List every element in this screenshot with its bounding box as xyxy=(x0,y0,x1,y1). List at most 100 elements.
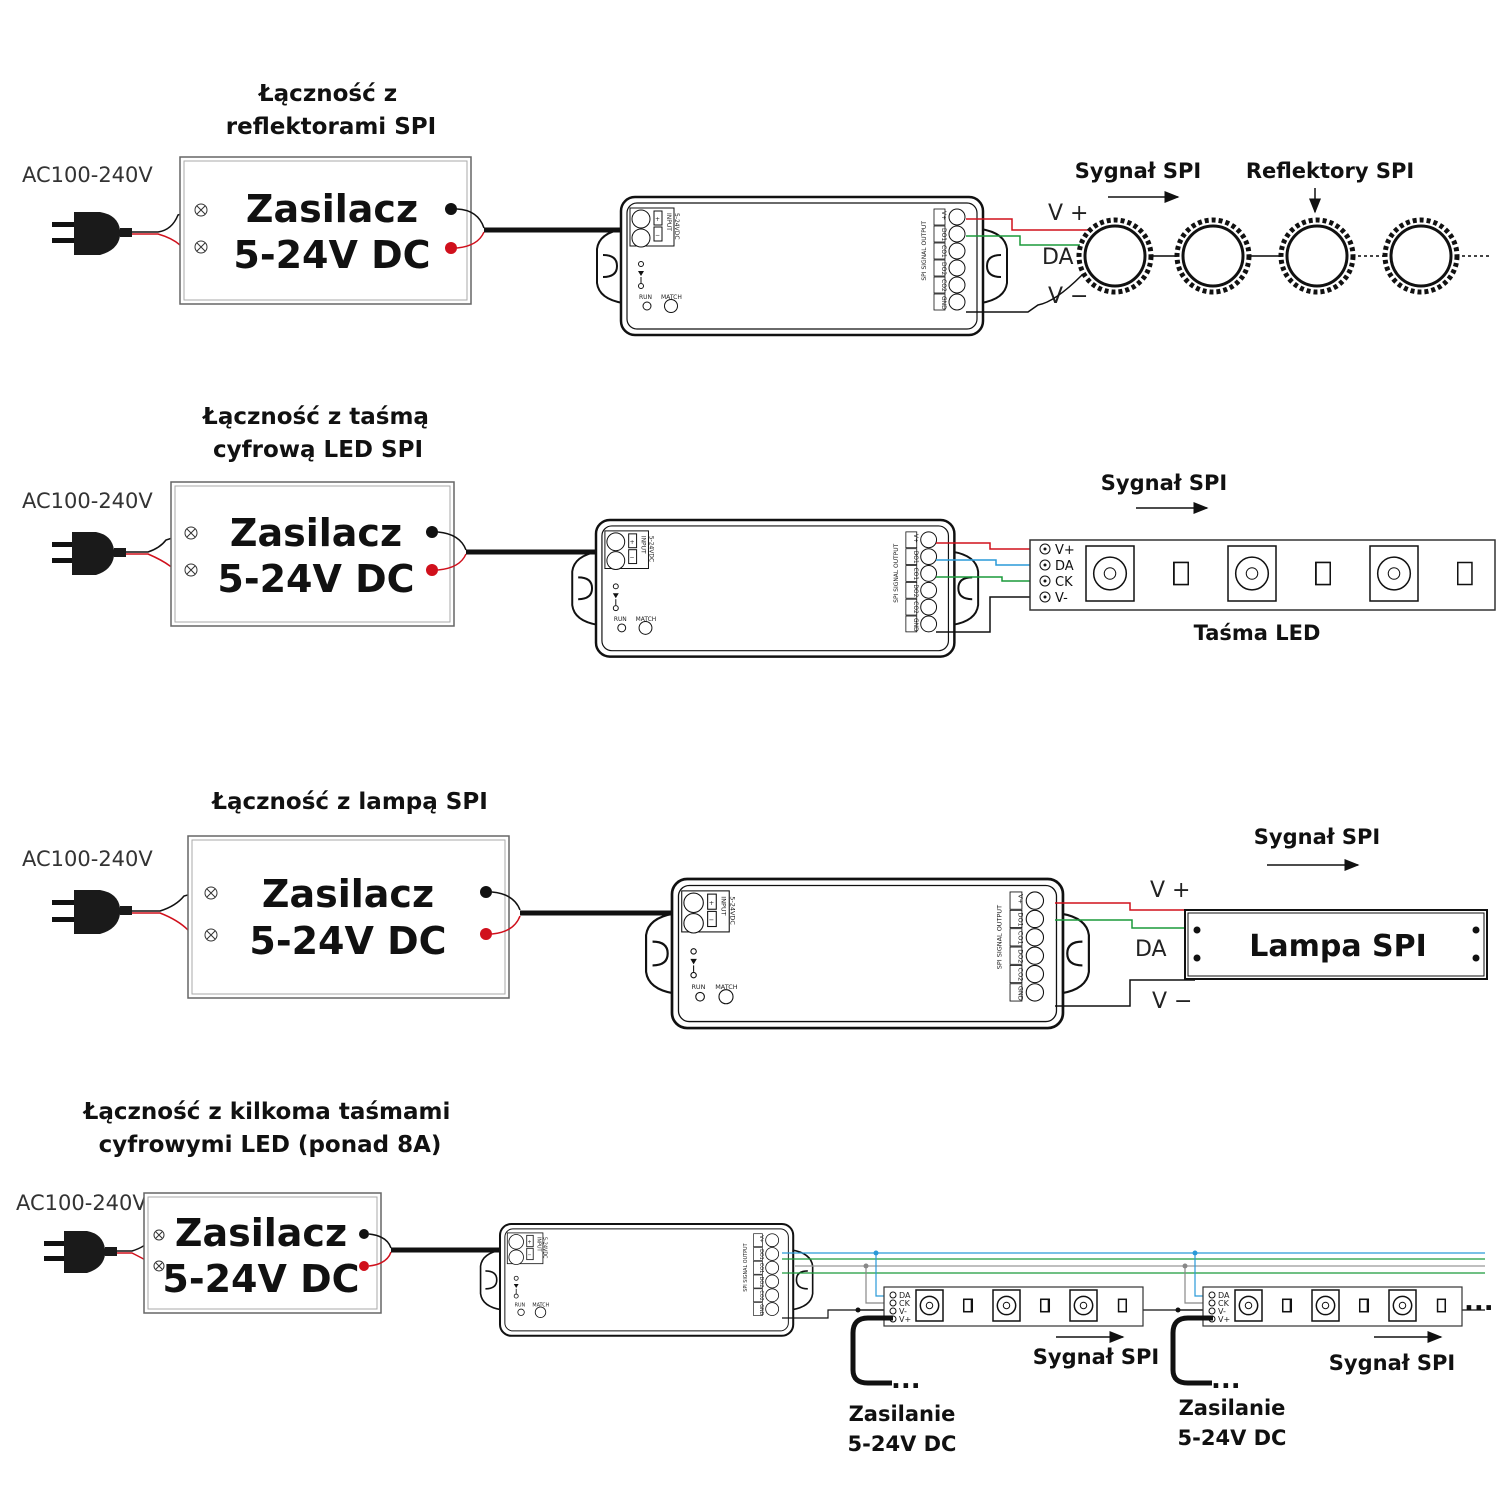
run-label: RUN xyxy=(515,1303,526,1309)
output-title: SPI SIGNAL OUTPUT xyxy=(995,905,1003,969)
output-terminal xyxy=(1025,964,1045,984)
output-terminal xyxy=(920,615,938,633)
output-terminal xyxy=(920,531,938,549)
strip-pin: DA xyxy=(1039,559,1074,574)
output-terminal xyxy=(1025,928,1045,947)
output-terminal xyxy=(948,208,966,226)
match-label: MATCH xyxy=(532,1303,549,1309)
input-minus-label: − xyxy=(630,555,635,562)
power-supply: Zasilacz 5-24V DC xyxy=(143,1192,382,1314)
strip-pin: V- xyxy=(889,1307,907,1316)
section-title-line1: Łączność z kilkoma taśmami xyxy=(82,1099,451,1125)
resistor xyxy=(1039,1298,1050,1313)
spotlight xyxy=(1382,217,1460,295)
output-terminal xyxy=(920,598,938,616)
ac-input-label: AC100-240V xyxy=(22,489,153,513)
input-plus-label: + xyxy=(630,539,635,546)
svg-text:...: ... xyxy=(891,1365,921,1395)
svg-text:CK: CK xyxy=(1055,575,1073,590)
input-label: INPUT xyxy=(665,213,672,231)
led-chip xyxy=(915,1289,944,1322)
input-label: INPUT xyxy=(640,536,647,554)
input-plus-label: + xyxy=(655,216,660,223)
resistor xyxy=(1358,1298,1369,1313)
psu-label-line2: 5-24V DC xyxy=(217,557,414,601)
output-pin-label: GND xyxy=(1017,986,1025,1001)
output-pin-label: V+ xyxy=(940,211,947,220)
output-pin-label: DO2 xyxy=(940,262,947,275)
output-title: SPI SIGNAL OUTPUT xyxy=(743,1243,749,1291)
run-indicator xyxy=(517,1308,525,1316)
output-pin-label: CO2 xyxy=(758,1290,764,1300)
feed-label-line1: Zasilanie xyxy=(1179,1396,1286,1420)
output-pin-label: DO1 xyxy=(940,228,947,241)
output-terminal xyxy=(1025,946,1045,965)
svg-text:DA: DA xyxy=(1055,559,1074,574)
output-pin-label: DO2 xyxy=(1017,949,1025,963)
spi-signal-label: Sygnał SPI xyxy=(1075,159,1201,183)
wire-vplus-label: V + xyxy=(1048,201,1088,226)
power-supply: Zasilacz 5-24V DC xyxy=(179,156,472,305)
output-terminal xyxy=(1025,891,1045,910)
resistor xyxy=(1117,1298,1128,1313)
output-terminal xyxy=(948,242,966,260)
section-led-strip: Łączność z taśmą cyfrową LED SPI AC100-2… xyxy=(22,404,1496,658)
svg-text:DA: DA xyxy=(1218,1291,1230,1300)
match-button[interactable] xyxy=(664,299,678,313)
output-pin-label: DO1 xyxy=(1017,912,1025,926)
section-title-line1: Łączność z xyxy=(257,81,397,107)
output-terminal xyxy=(765,1233,780,1248)
output-pin-label: CO2 xyxy=(940,279,947,292)
input-voltage-label: 5-24VDC xyxy=(647,536,654,562)
led-chip xyxy=(1069,1289,1098,1322)
output-terminal xyxy=(948,276,966,294)
output-pin-label: CO1 xyxy=(940,245,947,258)
power-plug-icon xyxy=(52,532,126,575)
led-strip-label: Taśma LED xyxy=(1194,621,1321,645)
output-pin-label: V+ xyxy=(912,534,919,543)
power-supply: Zasilacz 5-24V DC xyxy=(187,835,510,999)
power-plug-icon xyxy=(44,1231,117,1273)
match-button[interactable] xyxy=(534,1306,547,1318)
power-supply: Zasilacz 5-24V DC xyxy=(170,481,455,627)
run-indicator xyxy=(642,301,652,311)
svg-text:V+: V+ xyxy=(899,1315,911,1324)
svg-text:DA: DA xyxy=(899,1291,911,1300)
input-voltage-label: 5-24VDC xyxy=(728,896,736,925)
output-title: SPI SIGNAL OUTPUT xyxy=(893,543,900,602)
output-pin-label: GND xyxy=(912,618,919,632)
match-button[interactable] xyxy=(638,620,653,635)
strip-pin: DA xyxy=(889,1291,911,1300)
input-minus-label: − xyxy=(528,1252,532,1258)
resistor xyxy=(1315,561,1331,586)
svg-text:V-: V- xyxy=(1218,1307,1226,1316)
resistor xyxy=(1457,561,1473,586)
output-terminal xyxy=(1025,983,1045,1002)
input-minus-label: − xyxy=(709,916,714,924)
output-terminal xyxy=(920,581,938,599)
output-terminal xyxy=(765,1302,780,1316)
feed-label-line2: 5-24V DC xyxy=(1178,1426,1287,1450)
resistor xyxy=(962,1298,973,1313)
wire-da-label: DA xyxy=(1135,937,1167,962)
input-voltage-label: 5-24VDC xyxy=(542,1237,548,1259)
output-pin-label: CO2 xyxy=(912,601,919,614)
wire-vplus-label: V + xyxy=(1150,878,1190,903)
section-title-line2: cyfrową LED SPI xyxy=(213,437,423,463)
run-label: RUN xyxy=(614,616,627,623)
section-title-line1: Łączność z taśmą xyxy=(201,404,429,430)
led-chip xyxy=(1227,545,1277,602)
output-terminal xyxy=(765,1260,780,1275)
output-pin-label: DO2 xyxy=(758,1277,764,1288)
spotlight xyxy=(1076,217,1154,295)
match-button[interactable] xyxy=(718,989,734,1005)
match-label: MATCH xyxy=(636,616,657,623)
spotlight xyxy=(1278,217,1356,295)
resistor xyxy=(1173,561,1189,586)
strip-pin: V- xyxy=(1208,1307,1226,1316)
svg-text:V-: V- xyxy=(899,1307,907,1316)
